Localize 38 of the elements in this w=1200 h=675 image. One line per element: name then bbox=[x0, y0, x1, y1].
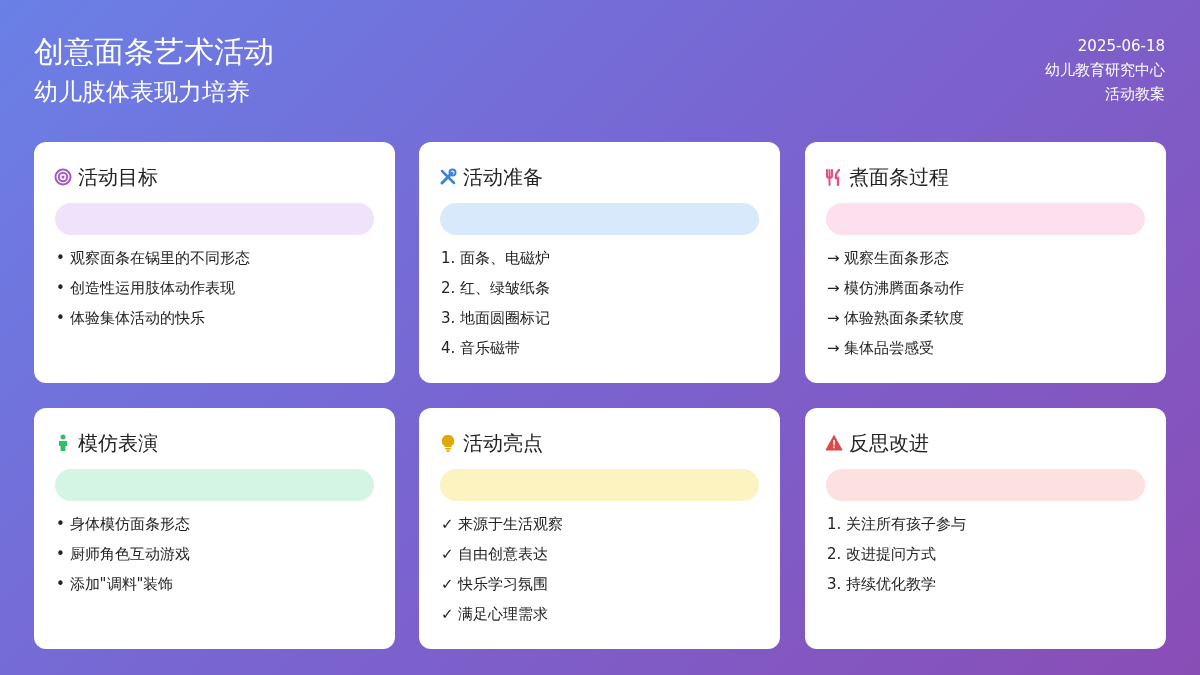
list-item: 1. 面条、电磁炉 bbox=[441, 249, 551, 268]
list-item: 3. 地面圆圈标记 bbox=[441, 309, 551, 328]
page-title: 创意面条艺术活动 bbox=[34, 33, 274, 71]
card bbox=[805, 408, 1166, 649]
list-item: → 观察生面条形态 bbox=[827, 249, 950, 268]
list-item: • 添加"调料"装饰 bbox=[56, 575, 174, 594]
date-text: 2025-06-18 bbox=[1077, 37, 1165, 55]
card bbox=[419, 142, 780, 383]
list-item: • 身体模仿面条形态 bbox=[56, 515, 190, 534]
card-heading: 煮面条过程 bbox=[849, 164, 949, 191]
list-item: ✓ 满足心理需求 bbox=[441, 605, 549, 624]
list-item: 2. 改进提问方式 bbox=[827, 545, 937, 564]
list-item: • 创造性运用肢体动作表现 bbox=[56, 279, 235, 298]
card-heading: 模仿表演 bbox=[78, 430, 158, 457]
card-heading: 活动准备 bbox=[463, 164, 543, 191]
card bbox=[34, 142, 395, 383]
list-item: ✓ 自由创意表达 bbox=[441, 545, 549, 564]
list-item: • 体验集体活动的快乐 bbox=[56, 309, 205, 328]
list-item: • 观察面条在锅里的不同形态 bbox=[56, 249, 250, 268]
card bbox=[419, 408, 780, 649]
list-item: 2. 红、绿皱纸条 bbox=[441, 279, 551, 298]
list-item: ✓ 快乐学习氛围 bbox=[441, 575, 549, 594]
document-type-text: 活动教案 bbox=[1105, 85, 1165, 104]
list-item: • 厨师角色互动游戏 bbox=[56, 545, 190, 564]
list-item: 3. 持续优化教学 bbox=[827, 575, 937, 594]
list-item: → 集体品尝感受 bbox=[827, 339, 935, 358]
list-item: 4. 音乐磁带 bbox=[441, 339, 521, 358]
card-heading: 活动目标 bbox=[78, 164, 158, 191]
list-item: 1. 关注所有孩子参与 bbox=[827, 515, 967, 534]
organization-text: 幼儿教育研究中心 bbox=[1045, 61, 1165, 80]
subtitle: 幼儿肢体表现力培养 bbox=[34, 77, 250, 108]
card-heading: 反思改进 bbox=[849, 430, 929, 457]
list-item: ✓ 来源于生活观察 bbox=[441, 515, 564, 534]
card-heading: 活动亮点 bbox=[463, 430, 543, 457]
list-item: → 模仿沸腾面条动作 bbox=[827, 279, 965, 298]
card bbox=[805, 142, 1166, 383]
list-item: → 体验熟面条柔软度 bbox=[827, 309, 965, 328]
card bbox=[34, 408, 395, 649]
